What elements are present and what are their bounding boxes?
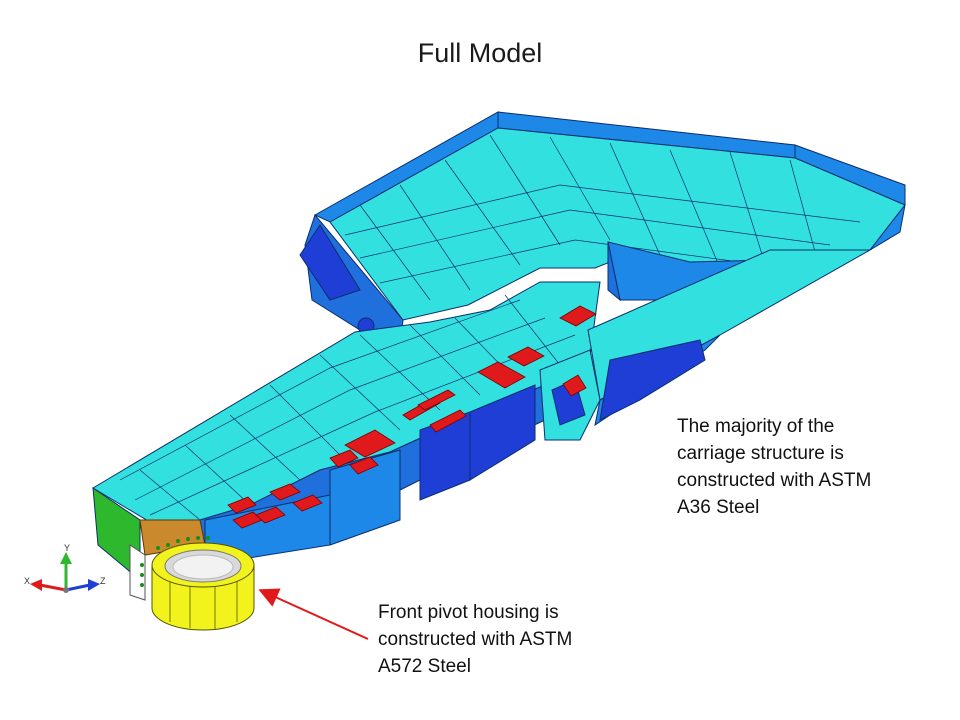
x-axis-label: X	[24, 576, 30, 586]
carriage-note-line: constructed with ASTM	[677, 470, 872, 491]
right-beam	[539, 249, 872, 441]
pivot-note-line: constructed with ASTM	[378, 629, 573, 650]
red-contact-pads	[227, 305, 597, 529]
pivot-note-line: Front pivot housing is	[378, 602, 559, 623]
carriage-note-line: A36 Steel	[677, 497, 760, 518]
pivot-material-note: Front pivot housing is constructed with …	[378, 599, 628, 680]
slide-title: Full Model	[417, 38, 543, 68]
y-axis-label: Y	[64, 543, 70, 553]
rear-box	[299, 111, 906, 346]
carriage-material-note: The majority of the carriage structure i…	[677, 413, 927, 521]
pivot-note-line: A572 Steel	[378, 656, 471, 677]
carriage-note-line: The majority of the	[677, 416, 835, 437]
z-axis-label: Z	[100, 576, 106, 586]
front-pivot-housing	[140, 536, 255, 631]
axis-triad: Y X Z	[24, 543, 106, 593]
carriage-note-line: carriage structure is	[677, 443, 844, 464]
center-pocket	[607, 241, 772, 302]
pivot-pointer-arrow	[258, 588, 369, 640]
